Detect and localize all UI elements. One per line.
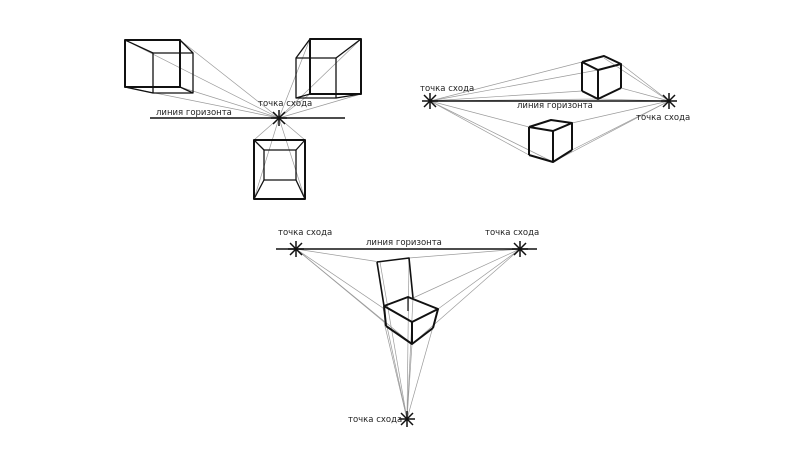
cube-above-horizon (581, 55, 622, 100)
one-point-guides (124, 38, 362, 200)
vanishing-point-marker-right (661, 93, 677, 109)
cube-upper-left (124, 39, 194, 94)
vanishing-point-marker-left (288, 241, 304, 257)
vanishing-point-label-left: точка схода (420, 84, 474, 94)
horizon-label: линия горизонта (517, 101, 593, 111)
vanishing-point-label-right: точка схода (636, 113, 690, 123)
one-point-perspective: линия горизонта точка схода (124, 38, 362, 200)
cube-below-horizon (528, 119, 573, 163)
three-point-box (376, 257, 439, 345)
vanishing-point-label-left: точка схода (278, 228, 332, 238)
vanishing-point-marker-bottom (399, 411, 415, 427)
cube-bottom (253, 139, 306, 200)
vanishing-point-marker-right (512, 241, 528, 257)
cube-upper-right (295, 38, 362, 99)
horizon-label: линия горизонта (366, 238, 442, 248)
three-point-guides (295, 248, 521, 420)
horizon-label: линия горизонта (156, 108, 232, 118)
three-point-perspective: линия горизонта точка схода точка схода … (276, 228, 539, 427)
vanishing-point-label: точка схода (258, 99, 312, 109)
vanishing-point-label-bottom: точка схода (348, 415, 402, 425)
vanishing-point-label-right: точка схода (485, 228, 539, 238)
vanishing-point-marker (271, 110, 287, 126)
vanishing-point-marker-left (422, 93, 438, 109)
two-point-perspective: линия горизонта точка схода точка схода (420, 55, 690, 163)
